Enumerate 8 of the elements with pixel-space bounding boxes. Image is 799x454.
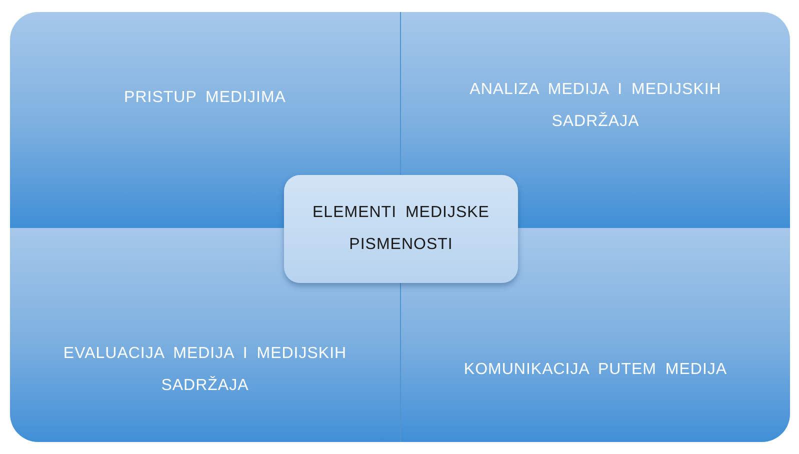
panel-label: PRISTUP MEDIJIMA <box>124 88 286 108</box>
quadrant-panel <box>10 12 400 228</box>
panel-label: KOMUNIKACIJA PUTEM MEDIJA <box>464 360 728 380</box>
panel-label: EVALUACIJA MEDIJA I MEDIJSKIH SADRŽAJA <box>62 344 348 396</box>
panel-label: ELEMENTI MEDIJSKE PISMENOSTI <box>312 203 490 255</box>
center-box <box>284 175 518 283</box>
quadrant-panel <box>400 12 790 228</box>
panel-label: ANALIZA MEDIJA I MEDIJSKIH SADRŽAJA <box>468 80 722 132</box>
